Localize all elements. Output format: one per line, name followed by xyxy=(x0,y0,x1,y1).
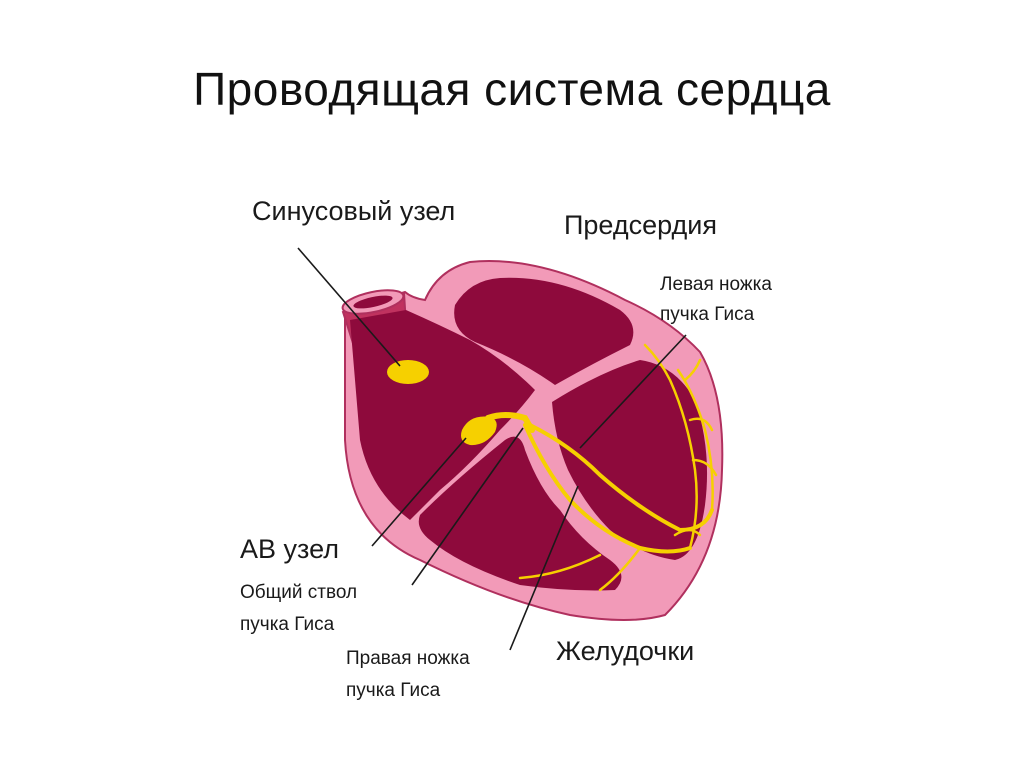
left-ventricle-chamber xyxy=(552,360,708,560)
av-node xyxy=(461,416,497,446)
sinus-node xyxy=(387,360,429,384)
label-av-node: АВ узел xyxy=(240,534,339,564)
slide-title: Проводящая система сердца xyxy=(193,63,831,115)
label-right-bundle-line1: Правая ножка xyxy=(346,648,470,669)
right-bundle-branch xyxy=(523,423,692,554)
bundle-of-his-trunk xyxy=(485,412,535,433)
label-bundle-trunk-line2: пучка Гиса xyxy=(240,614,335,635)
label-sinus-node: Синусовый узел xyxy=(252,196,455,226)
sinus-node-leader xyxy=(297,247,401,367)
av-node-leader xyxy=(371,437,467,547)
bundle-trunk-leader xyxy=(411,427,524,586)
right-ventricle-chamber xyxy=(418,436,622,591)
label-bundle-trunk-line1: Общий ствол xyxy=(240,582,357,603)
label-atria: Предсердия xyxy=(564,210,717,240)
leader-lines xyxy=(297,247,687,651)
left-atrium-chamber xyxy=(454,277,634,385)
left-bundle-leader xyxy=(579,334,687,449)
right-bundle-leader xyxy=(509,485,579,651)
left-bundle-branch xyxy=(528,423,714,533)
label-left-bundle-line1: Левая ножка xyxy=(660,274,772,295)
label-ventricles: Желудочки xyxy=(556,636,694,666)
label-right-bundle-line2: пучка Гиса xyxy=(346,680,441,701)
vena-cava-lumen xyxy=(353,295,393,309)
label-left-bundle-line2: пучка Гиса xyxy=(660,304,755,325)
